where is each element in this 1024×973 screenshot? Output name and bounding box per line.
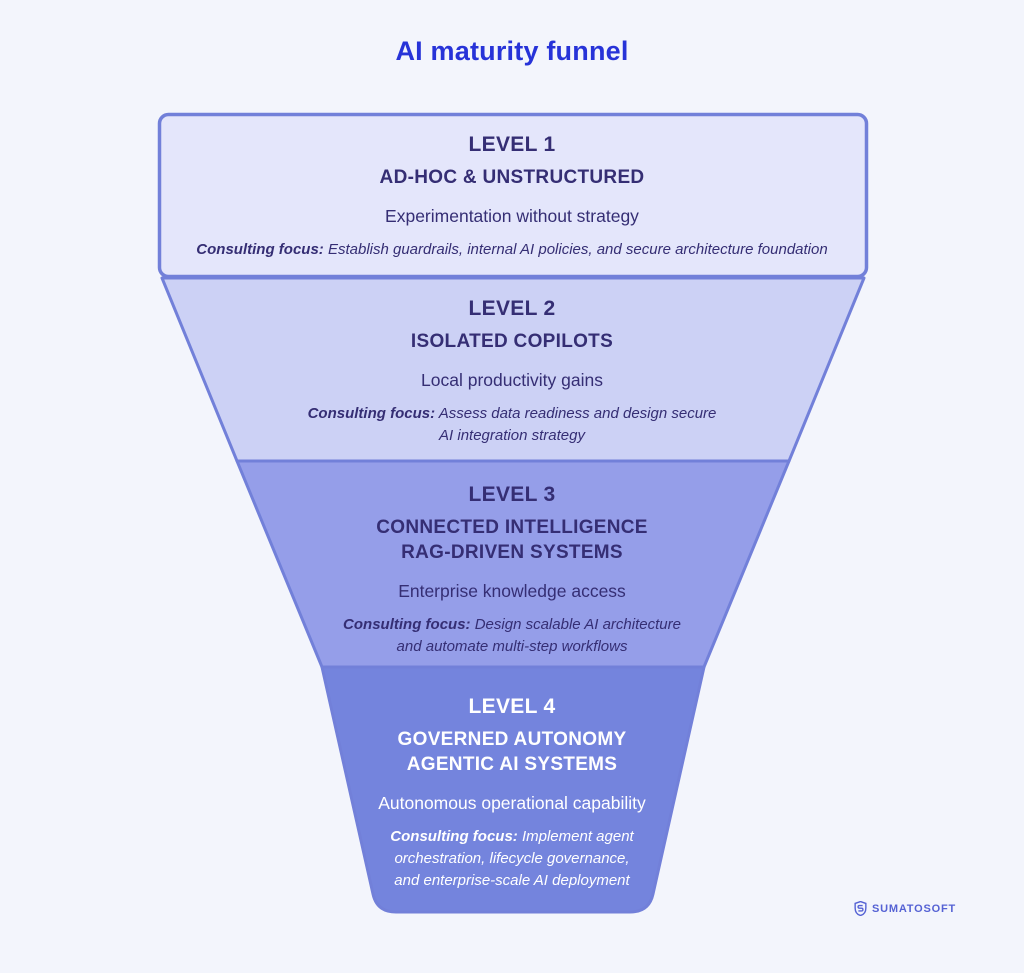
consulting-focus-text-line1: Design scalable AI architecture xyxy=(474,616,681,633)
level-4-name-line1: GOVERNED AUTONOMY xyxy=(397,729,627,750)
consulting-focus-text-line2: and automate multi-step workflows xyxy=(396,638,628,655)
consulting-focus-text-line2: AI integration strategy xyxy=(439,427,585,444)
logo-text: SUMATOSOFT xyxy=(872,902,956,915)
consulting-focus-text-line3: and enterprise-scale AI deployment xyxy=(394,872,630,889)
level-3-section: LEVEL 3 CONNECTED INTELLIGENCE RAG-DRIVE… xyxy=(272,482,752,658)
level-4-label: LEVEL 4 xyxy=(468,695,556,718)
page-title: AI maturity funnel xyxy=(395,36,629,66)
level-4-shape xyxy=(320,665,706,914)
level-3-name-line2: RAG-DRIVEN SYSTEMS xyxy=(401,542,623,563)
level-4-consulting-focus: Consulting focus: Implement agent orches… xyxy=(381,826,643,892)
consulting-focus-text: Establish guardrails, internal AI polici… xyxy=(327,241,828,258)
level-1-tagline: Experimentation without strategy xyxy=(385,206,639,226)
sumatosoft-logo: SUMATOSOFT xyxy=(854,901,956,916)
consulting-focus-prefix: Consulting focus: xyxy=(390,828,518,845)
consulting-focus-text-line1: Assess data readiness and design secure xyxy=(438,405,717,422)
level-1-section: LEVEL 1 AD-HOC & UNSTRUCTURED Experiment… xyxy=(142,132,882,261)
level-3-tagline: Enterprise knowledge access xyxy=(398,581,626,601)
shield-s-icon xyxy=(854,901,867,916)
level-2-label: LEVEL 2 xyxy=(468,297,556,320)
level-3-consulting-focus: Consulting focus: Design scalable AI arc… xyxy=(332,614,692,658)
consulting-focus-prefix: Consulting focus: xyxy=(307,405,436,422)
level-4-section: LEVEL 4 GOVERNED AUTONOMY AGENTIC AI SYS… xyxy=(332,694,692,892)
level-1-name: AD-HOC & UNSTRUCTURED xyxy=(379,167,645,188)
level-2-name: ISOLATED COPILOTS xyxy=(410,331,614,352)
level-2-section: LEVEL 2 ISOLATED COPILOTS Local producti… xyxy=(232,296,792,447)
level-3-name-line1: CONNECTED INTELLIGENCE xyxy=(376,517,648,538)
level-2-consulting-focus: Consulting focus: Assess data readiness … xyxy=(297,403,727,447)
level-4-name-line2: AGENTIC AI SYSTEMS xyxy=(406,754,618,775)
level-1-shape xyxy=(157,112,869,279)
level-1-label: LEVEL 1 xyxy=(468,133,556,156)
level-2-tagline: Local productivity gains xyxy=(421,370,603,390)
level-4-tagline: Autonomous operational capability xyxy=(378,793,646,813)
consulting-focus-text-line1: Implement agent xyxy=(521,828,634,845)
level-1-consulting-focus: Consulting focus: Establish guardrails, … xyxy=(142,239,882,261)
consulting-focus-prefix: Consulting focus: xyxy=(196,241,324,258)
consulting-focus-text-line2: orchestration, lifecycle governance, xyxy=(394,850,630,867)
consulting-focus-prefix: Consulting focus: xyxy=(343,616,471,633)
level-3-label: LEVEL 3 xyxy=(468,483,556,506)
